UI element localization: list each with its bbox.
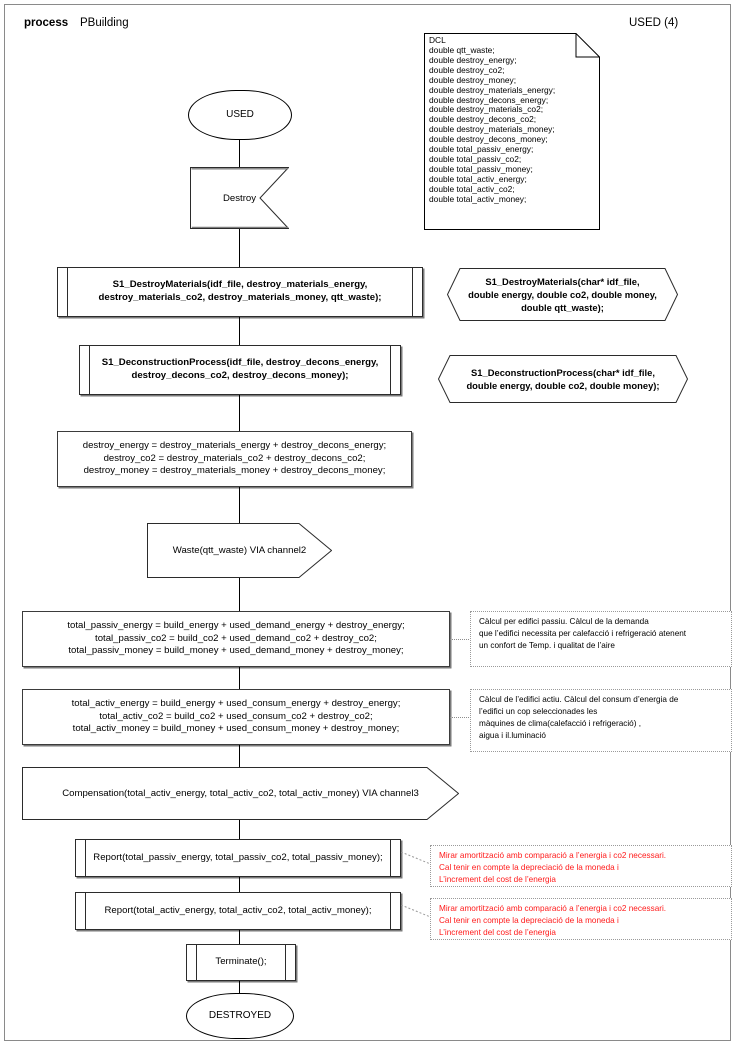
- connector-activ-to-compensation: [239, 745, 240, 767]
- send-waste: Waste(qtt_waste) VIA channel2: [147, 523, 332, 578]
- report-passiv-box: Report(total_passiv_energy, total_passiv…: [75, 839, 401, 877]
- activ-annotation: Càlcul de l’edifici actiu. Càlcul del co…: [470, 689, 732, 752]
- start-terminator: USED: [188, 90, 292, 140]
- passiv-totals-text: total_passiv_energy = build_energy + use…: [67, 619, 405, 657]
- connector-call1-to-call2: [239, 317, 240, 345]
- destroy-totals-box: destroy_energy = destroy_materials_energ…: [57, 431, 412, 487]
- connector-report2-to-terminate: [239, 930, 240, 944]
- activ-totals-box: total_activ_energy = build_energy + used…: [22, 689, 450, 745]
- call-deconstruction-process-label: S1_DeconstructionProcess(idf_file, destr…: [101, 357, 379, 381]
- activ-totals-text: total_activ_energy = build_energy + used…: [71, 697, 401, 735]
- signature-deconstruction-process-text: S1_DeconstructionProcess(char* idf_file,…: [466, 366, 660, 391]
- report-passiv-text: Report(total_passiv_energy, total_passiv…: [93, 851, 383, 863]
- end-terminator: DESTROYED: [186, 993, 294, 1039]
- signature-destroy-materials: S1_DestroyMaterials(char* idf_file, doub…: [447, 268, 678, 321]
- destroy-totals-text: destroy_energy = destroy_materials_energ…: [82, 439, 387, 477]
- declaration-note-text: DCL double qtt_waste; double destroy_ene…: [429, 35, 556, 204]
- receive-signal-destroy: Destroy: [190, 167, 289, 229]
- passiv-annotation: Càlcul per edifici passiu. Càlcul de la …: [470, 611, 732, 667]
- connector-call2-to-destroy-totals: [239, 395, 240, 431]
- report-activ-box: Report(total_activ_energy, total_activ_c…: [75, 892, 401, 930]
- connector-report-passiv-note: [401, 852, 433, 866]
- report-activ-annotation: Mirar amortització amb comparació a l’en…: [430, 898, 732, 940]
- connector-terminate-to-end: [239, 981, 240, 993]
- state-label: USED (4): [629, 17, 679, 29]
- declaration-note: DCL double qtt_waste; double destroy_ene…: [424, 33, 600, 230]
- connector-destroy-totals-to-waste: [239, 487, 240, 523]
- connector-report1-to-report2: [239, 877, 240, 892]
- connector-activ-note: [450, 717, 471, 718]
- send-compensation: Compensation(total_activ_energy, total_a…: [22, 767, 459, 820]
- receive-signal-label: Destroy: [222, 192, 257, 204]
- connector-start-to-receive: [239, 140, 240, 167]
- signature-destroy-materials-text: S1_DestroyMaterials(char* idf_file, doub…: [468, 275, 657, 314]
- start-terminator-label: USED: [226, 109, 254, 121]
- report-passiv-annotation: Mirar amortització amb comparació a l’en…: [430, 845, 732, 887]
- call-destroy-materials: S1_DestroyMaterials(idf_file, destroy_ma…: [57, 267, 423, 317]
- connector-waste-to-passiv: [239, 578, 240, 611]
- connector-passiv-note: [450, 639, 471, 640]
- connector-compensation-to-report1: [239, 820, 240, 839]
- signature-deconstruction-process: S1_DeconstructionProcess(char* idf_file,…: [438, 355, 688, 403]
- terminate-text: Terminate();: [215, 956, 267, 968]
- connector-report-activ-note: [401, 905, 433, 919]
- process-name: PBuilding: [80, 17, 129, 29]
- connector-receive-to-call1: [239, 229, 240, 267]
- process-keyword: process: [24, 17, 69, 29]
- connector-passiv-to-activ: [239, 667, 240, 689]
- diagram-frame: [4, 4, 731, 1041]
- call-destroy-materials-label: S1_DestroyMaterials(idf_file, destroy_ma…: [98, 279, 382, 303]
- passiv-totals-box: total_passiv_energy = build_energy + use…: [22, 611, 450, 667]
- call-deconstruction-process: S1_DeconstructionProcess(idf_file, destr…: [79, 345, 401, 395]
- end-terminator-label: DESTROYED: [208, 1010, 272, 1022]
- report-activ-text: Report(total_activ_energy, total_activ_c…: [104, 904, 372, 916]
- send-compensation-label: Compensation(total_activ_energy, total_a…: [62, 788, 419, 799]
- terminate-box: Terminate();: [186, 944, 296, 981]
- send-waste-label: Waste(qtt_waste) VIA channel2: [172, 545, 307, 556]
